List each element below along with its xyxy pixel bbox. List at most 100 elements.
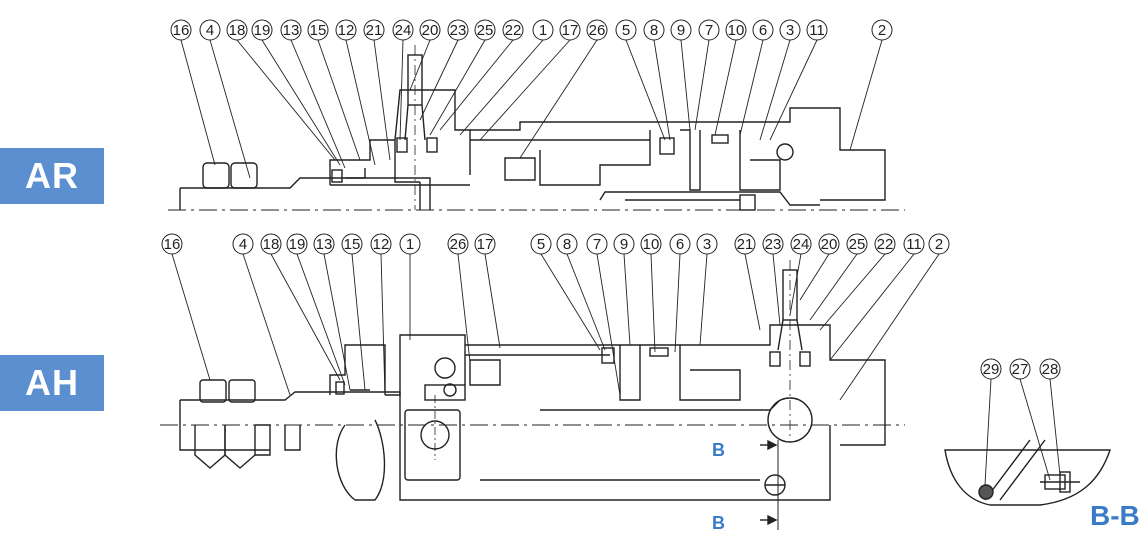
balloon-label-ar-21: 21	[366, 22, 383, 39]
balloon-label-ar-7: 7	[705, 22, 713, 39]
balloon-ah-13	[313, 233, 335, 255]
leader-ar-24	[399, 39, 404, 141]
balloon-label-ah-20: 20	[821, 236, 838, 253]
balloon-label-bb-27: 27	[1012, 361, 1029, 378]
balloon-label-ar-18: 18	[229, 22, 246, 39]
leader-ah-18	[270, 253, 341, 381]
balloon-label-ar-4: 4	[206, 22, 214, 39]
leader-ah-17	[484, 253, 501, 349]
leader-ar-6	[739, 39, 764, 136]
balloon-ar-20	[419, 19, 441, 41]
leader-ar-11	[769, 39, 818, 141]
leader-ar-4	[209, 39, 251, 179]
balloon-ar-13	[280, 19, 302, 41]
leader-ah-22	[819, 253, 886, 331]
balloon-ar-3	[779, 19, 801, 41]
balloon-ah-20	[818, 233, 840, 255]
balloon-ah-10	[640, 233, 662, 255]
cut-marker-top: B	[712, 440, 725, 460]
balloon-ar-2	[871, 19, 893, 41]
leader-ar-18	[236, 39, 336, 161]
balloon-label-ar-13: 13	[283, 22, 300, 39]
balloon-label-bb-29: 29	[983, 361, 1000, 378]
leader-ar-5	[625, 39, 666, 141]
leader-ah-12	[380, 253, 386, 396]
balloon-label-ar-2: 2	[878, 22, 886, 39]
leader-ah-10	[650, 253, 656, 353]
balloon-bb-29	[980, 358, 1002, 380]
balloon-label-ah-6: 6	[676, 236, 684, 253]
leader-ah-20	[799, 253, 830, 301]
leader-ah-16	[171, 253, 211, 381]
balloon-label-ar-24: 24	[395, 22, 412, 39]
leader-ah-3	[699, 253, 708, 346]
leader-ar-26	[519, 39, 598, 159]
cut-marker-bottom: B	[712, 513, 725, 533]
leader-ah-19	[296, 253, 346, 386]
balloon-label-ar-17: 17	[562, 22, 579, 39]
leader-ar-3	[759, 39, 791, 141]
balloon-ah-7	[586, 233, 608, 255]
balloon-label-ar-9: 9	[677, 22, 685, 39]
balloon-ar-26	[586, 19, 608, 41]
leader-ah-5	[540, 253, 601, 351]
balloon-label-ah-19: 19	[289, 236, 306, 253]
leader-ar-2	[849, 39, 883, 151]
ah-view-label: AH	[0, 355, 104, 411]
leader-bb-28	[1049, 378, 1061, 476]
section-bb-label: B-B	[1090, 500, 1140, 531]
balloon-label-ah-1: 1	[406, 236, 414, 253]
balloon-label-ah-24: 24	[793, 236, 810, 253]
balloon-ah-25	[846, 233, 868, 255]
balloon-ah-23	[762, 233, 784, 255]
balloon-label-ah-16: 16	[164, 236, 181, 253]
balloon-label-ar-5: 5	[622, 22, 630, 39]
balloon-ar-22	[502, 19, 524, 41]
leader-ar-8	[653, 39, 671, 141]
balloon-label-ar-15: 15	[310, 22, 327, 39]
leader-ah-23	[772, 253, 781, 326]
balloon-label-ar-11: 11	[809, 22, 825, 39]
balloon-label-ah-7: 7	[593, 236, 601, 253]
leader-ar-9	[680, 39, 691, 131]
balloon-ar-4	[199, 19, 221, 41]
leader-ar-23	[419, 39, 459, 121]
balloon-ar-10	[725, 19, 747, 41]
leader-ar-16	[180, 39, 216, 166]
balloon-label-ah-18: 18	[263, 236, 280, 253]
balloon-ar-25	[474, 19, 496, 41]
leader-ar-21	[373, 39, 391, 161]
balloon-ar-9	[670, 19, 692, 41]
balloon-ah-1	[399, 233, 421, 255]
balloon-ah-19	[286, 233, 308, 255]
balloon-bb-27	[1009, 358, 1031, 380]
leader-ar-22	[439, 39, 514, 131]
balloon-label-ar-12: 12	[338, 22, 355, 39]
balloon-ar-16	[170, 19, 192, 41]
leader-ah-15	[351, 253, 366, 391]
balloon-label-ah-25: 25	[849, 236, 866, 253]
section-bb-drawing	[944, 439, 1111, 506]
leader-ar-25	[429, 39, 486, 136]
balloon-label-ar-25: 25	[477, 22, 494, 39]
leader-ah-13	[323, 253, 351, 391]
balloon-ar-18	[226, 19, 248, 41]
section-balloon-row: 29 27 28	[980, 358, 1061, 380]
balloon-label-ar-8: 8	[650, 22, 658, 39]
balloon-ar-1	[532, 19, 554, 41]
leader-ah-8	[566, 253, 606, 351]
balloon-label-ar-3: 3	[786, 22, 794, 39]
leader-ah-26	[457, 253, 471, 363]
balloon-label-bb-28: 28	[1042, 361, 1059, 378]
leader-ar-20	[409, 39, 431, 91]
leader-ar-17	[479, 39, 571, 141]
balloon-label-ah-11: 11	[906, 236, 922, 253]
balloon-label-ah-23: 23	[765, 236, 782, 253]
balloon-ah-5	[530, 233, 552, 255]
balloon-ar-19	[251, 19, 273, 41]
leader-ar-1	[459, 39, 544, 136]
balloon-ar-5	[615, 19, 637, 41]
balloon-ah-4	[232, 233, 254, 255]
